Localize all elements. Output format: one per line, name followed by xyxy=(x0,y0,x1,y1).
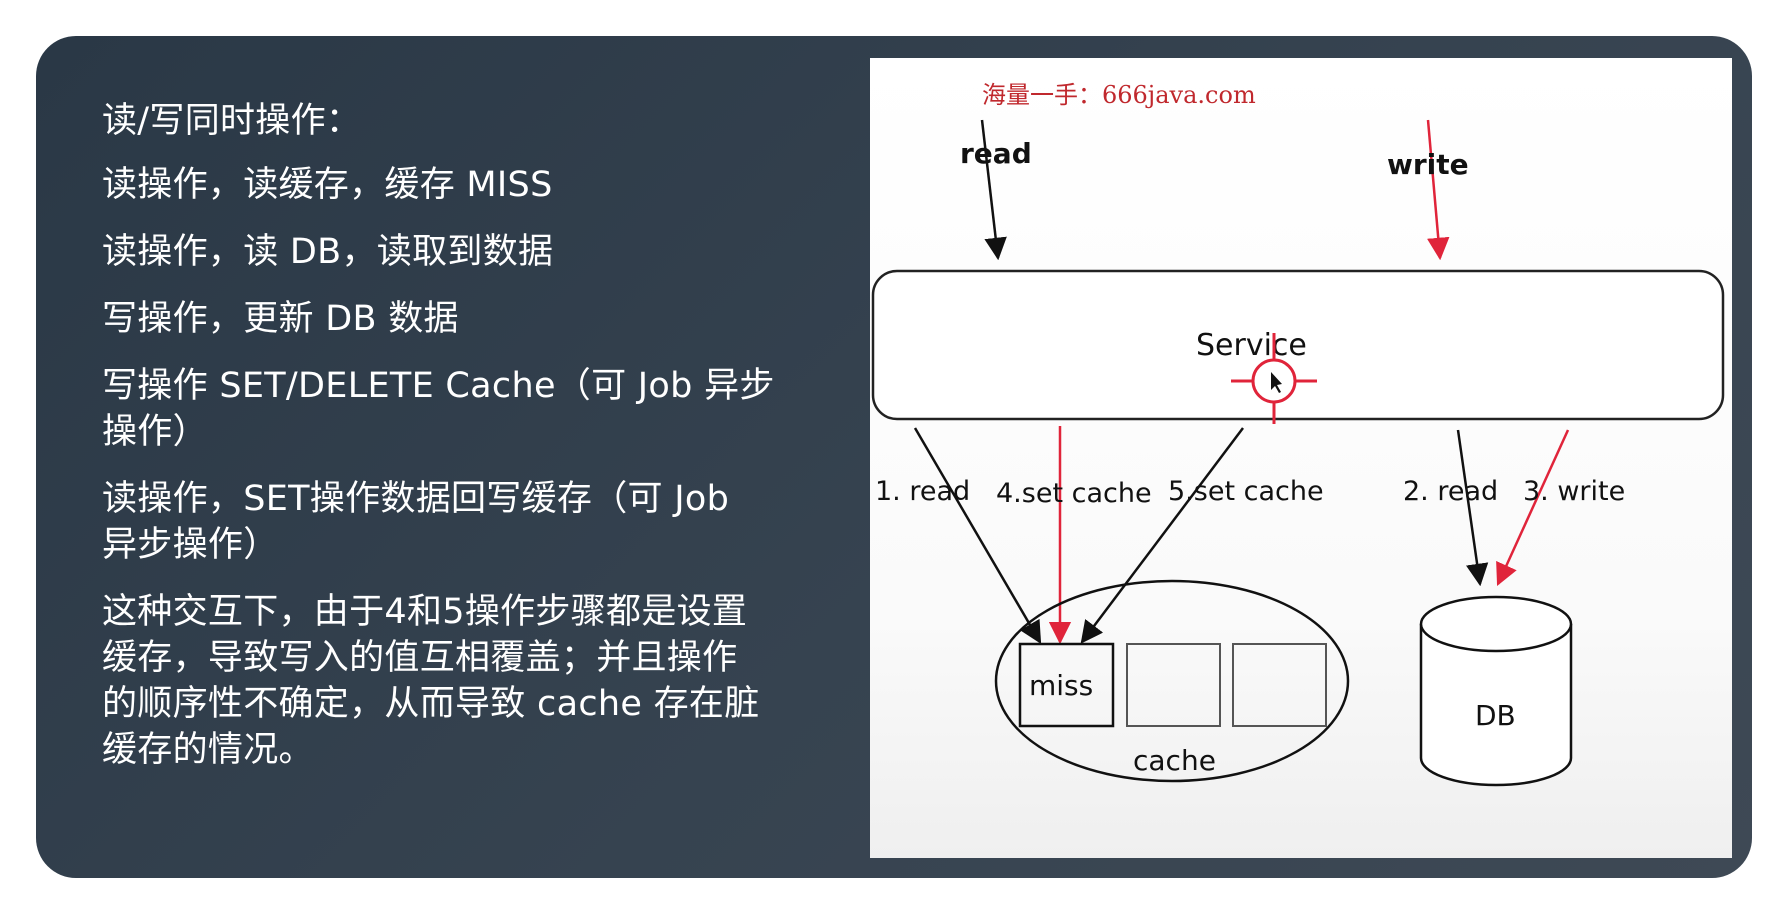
step-write-set-delete-cache: 写操作 SET/DELETE Cache（可 Job 异步 操作） xyxy=(102,366,775,452)
step-read-db: 读操作，读 DB，读取到数据 xyxy=(102,232,554,272)
edge-1-label: 1. read xyxy=(875,476,970,507)
cache-slot-miss xyxy=(1018,642,1115,728)
edge-2-read-db xyxy=(1456,429,1489,587)
edge-1-read-cache xyxy=(913,427,1042,644)
db-label: DB xyxy=(1475,699,1516,732)
step-read-set-cache: 读操作，SET操作数据回写缓存（可 Job 异步操作） xyxy=(102,479,730,565)
step-read-cache-miss: 读操作，读缓存，缓存 MISS xyxy=(102,165,553,205)
write-label: write xyxy=(1387,148,1469,181)
crosshair-cursor-icon xyxy=(1231,333,1317,424)
edge-2-label: 2. read xyxy=(1403,476,1498,507)
slide: 读/写同时操作： 读操作，读缓存，缓存 MISS 读操作，读 DB，读取到数据 … xyxy=(36,36,1752,878)
watermark-text: 海量一手：666java.com xyxy=(982,81,1256,109)
diagram-panel: 海量一手：666java.com read write Service 1. r… xyxy=(870,58,1732,858)
cache-flow-diagram: 海量一手：666java.com read write Service 1. r… xyxy=(871,81,1725,787)
db-cylinder xyxy=(1419,595,1573,787)
miss-label: miss xyxy=(1029,669,1093,702)
write-arrow xyxy=(1426,119,1450,261)
cache-label: cache xyxy=(1133,744,1216,777)
explanation-text-panel: 读/写同时操作： 读操作，读缓存，缓存 MISS 读操作，读 DB，读取到数据 … xyxy=(102,98,872,794)
edge-5-label: 5.set cache xyxy=(1168,476,1324,507)
edge-3-label: 3. write xyxy=(1523,476,1625,507)
edge-4-label: 4.set cache xyxy=(996,478,1152,509)
service-box xyxy=(871,269,1725,421)
cache-slot-empty-2 xyxy=(1232,643,1327,727)
edge-3-write-db xyxy=(1496,429,1570,587)
read-label: read xyxy=(960,137,1032,170)
service-label: Service xyxy=(1196,328,1307,363)
edge-5-set-cache xyxy=(1080,427,1244,644)
cache-store xyxy=(994,579,1350,783)
read-arrow xyxy=(980,119,1007,261)
conclusion-paragraph: 这种交互下，由于4和5操作步骤都是设置 缓存，导致写入的值互相覆盖；并且操作 的… xyxy=(102,592,760,770)
heading-read-write-concurrent: 读/写同时操作： xyxy=(102,101,362,141)
step-write-update-db: 写操作，更新 DB 数据 xyxy=(102,299,459,339)
cache-slot-empty-1 xyxy=(1126,643,1221,727)
